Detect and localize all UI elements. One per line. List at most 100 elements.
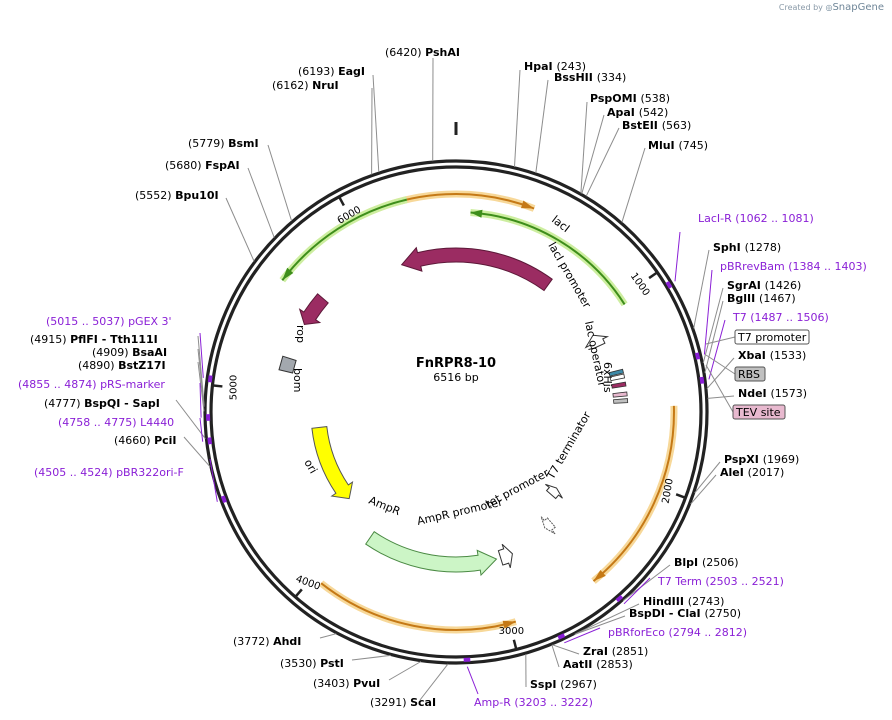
enzyme-site-bspdi-clai[interactable]: BspDI - ClaI (2750) xyxy=(629,607,741,620)
primer-pbrforeco[interactable]: pBRforEco (2794 .. 2812) xyxy=(608,626,747,639)
enzyme-site-bsmi[interactable]: (5779) BsmI xyxy=(188,137,259,150)
enzyme-position: (2743) xyxy=(688,595,725,608)
feature-label-ori[interactable]: ori xyxy=(301,457,319,476)
enzyme-position: (6162) xyxy=(272,79,312,92)
enzyme-site-apai[interactable]: ApaI (542) xyxy=(607,106,668,119)
primer-pbr322ori-f[interactable]: (4505 .. 4524) pBR322ori-F xyxy=(34,466,184,479)
primer-leader-prs-marker xyxy=(199,382,202,418)
enzyme-site-blpi[interactable]: BlpI (2506) xyxy=(674,556,739,569)
feature-label-rop[interactable]: rop xyxy=(294,325,307,343)
orf-orange-bottom-head xyxy=(502,620,516,629)
enzyme-position: (1969) xyxy=(763,453,800,466)
enzyme-name: PspOMI xyxy=(590,92,641,105)
enzyme-position: (6420) xyxy=(385,46,425,59)
primer-mark-l4440 xyxy=(207,437,213,445)
primer-range: (5015 .. 5037) xyxy=(46,315,128,328)
enzyme-site-ndei[interactable]: NdeI (1573) xyxy=(738,387,807,400)
primer-t7[interactable]: T7 (1487 .. 1506) xyxy=(732,311,829,324)
enzyme-site-scai[interactable]: (3291) ScaI xyxy=(370,696,436,709)
feature-stack-segment xyxy=(612,391,628,398)
feature-label-ampr[interactable]: AmpR xyxy=(367,494,403,518)
scale-tick-label: 5000 xyxy=(228,375,239,400)
primer-name: LacI-R xyxy=(698,212,735,225)
primer-pbrrevbam[interactable]: pBRrevBam (1384 .. 1403) xyxy=(720,260,867,273)
feature-label-laci[interactable]: lacI xyxy=(549,213,572,235)
box-leader-t7-promoter xyxy=(705,336,736,345)
label-layer: (6420) PshAI (6193) EagI(6162) NruI (5779)… xyxy=(18,46,867,709)
enzyme-site-sspi[interactable]: SspI (2967) xyxy=(530,678,597,691)
enzyme-site-alei[interactable]: AleI (2017) xyxy=(720,466,784,479)
enzyme-site-zrai[interactable]: ZraI (2851) xyxy=(583,645,648,658)
primer-pgex-3[interactable]: (5015 .. 5037) pGEX 3' xyxy=(46,315,172,328)
feature-box-label-t7-promoter[interactable]: T7 promoter xyxy=(737,331,807,344)
feature-label-6xhis[interactable]: 6xHis xyxy=(601,362,614,393)
enzyme-site-bsteii[interactable]: BstEII (563) xyxy=(622,119,691,132)
enzyme-site-pshai[interactable]: (6420) PshAI xyxy=(385,46,460,59)
feature-ampr-arrow xyxy=(365,531,498,577)
enzyme-site-sgrai[interactable]: SgrAI (1426) xyxy=(727,279,801,292)
orf-orange-right-head xyxy=(593,570,606,582)
enzyme-name: SgrAI xyxy=(727,279,765,292)
enzyme-site-bsshii[interactable]: BssHII (334) xyxy=(554,71,626,84)
enzyme-leader-sgrai xyxy=(702,287,724,364)
enzyme-leader-fspai xyxy=(247,167,275,238)
feature-box-label-tev-site[interactable]: TEV site xyxy=(735,406,781,419)
primer-mark-t7-term xyxy=(615,594,624,603)
primer-range: (4505 .. 4524) xyxy=(34,466,116,479)
enzyme-site-pspomi[interactable]: PspOMI (538) xyxy=(590,92,670,105)
scale-tick xyxy=(648,271,659,280)
enzyme-name: ZraI xyxy=(583,645,612,658)
enzyme-site-mlui[interactable]: MluI (745) xyxy=(648,139,708,152)
primer-leader-t7-term xyxy=(623,577,651,605)
enzyme-site-hpai[interactable]: HpaI (243) xyxy=(524,60,586,73)
enzyme-site-bglii[interactable]: BglII (1467) xyxy=(727,292,796,305)
primer-mark-pgex-3 xyxy=(207,375,213,383)
enzyme-site-fspai[interactable]: (5680) FspAI xyxy=(165,159,240,172)
enzyme-site-sphi[interactable]: SphI (1278) xyxy=(713,241,781,254)
enzyme-site-bsaai[interactable]: (4909) BsaAI xyxy=(92,346,167,359)
enzyme-position: (3530) xyxy=(280,657,320,670)
feature-box-label-rbs[interactable]: RBS xyxy=(738,368,760,381)
enzyme-site-bspqi-sapi[interactable]: (4777) BspQI - SapI xyxy=(44,397,160,410)
primer-t7-term[interactable]: T7 Term (2503 .. 2521) xyxy=(657,575,784,588)
primer-laci-r[interactable]: LacI-R (1062 .. 1081) xyxy=(698,212,814,225)
enzyme-leader-scai xyxy=(419,663,449,701)
enzyme-site-psti[interactable]: (3530) PstI xyxy=(280,657,344,670)
enzyme-site-bstz17i[interactable]: (4890) BstZ17I xyxy=(78,359,166,372)
primer-prs-marker[interactable]: (4855 .. 4874) pRS-marker xyxy=(18,378,165,391)
enzyme-position: (1533) xyxy=(770,349,807,362)
primer-range: (4855 .. 4874) xyxy=(18,378,100,391)
enzyme-name: ScaI xyxy=(410,696,436,709)
enzyme-name: PshAI xyxy=(425,46,460,59)
enzyme-leader-apai xyxy=(581,114,605,194)
enzyme-position: (542) xyxy=(639,106,669,119)
primer-amp-r[interactable]: Amp-R (3203 .. 3222) xyxy=(474,696,593,709)
feature-label-bom[interactable]: bom xyxy=(291,368,304,392)
enzyme-leader-hindiii xyxy=(575,603,640,635)
enzyme-site-eagi[interactable]: (6193) EagI xyxy=(298,65,365,78)
orf-orange-right xyxy=(592,405,675,582)
enzyme-site-pcii[interactable]: (4660) PciI xyxy=(114,434,177,447)
feature-label-t7-terminator[interactable]: T7 terminator xyxy=(544,409,594,482)
feature-label-ampr-promoter[interactable]: AmpR promoter xyxy=(416,495,505,527)
primer-l4440[interactable]: (4758 .. 4775) L4440 xyxy=(58,416,174,429)
enzyme-site-pvui[interactable]: (3403) PvuI xyxy=(313,677,380,690)
primer-name: pBR322ori-F xyxy=(116,466,184,479)
enzyme-site-pspxi[interactable]: PspXI (1969) xyxy=(724,453,799,466)
enzyme-site-pflfi-tth111i[interactable]: (4915) PflFI - Tth111I xyxy=(30,333,158,346)
enzyme-site-xbai[interactable]: XbaI (1533) xyxy=(738,349,806,362)
enzyme-name: SspI xyxy=(530,678,560,691)
enzyme-site-bpu10i[interactable]: (5552) Bpu10I xyxy=(135,189,219,202)
credit-prefix: Created by xyxy=(778,3,823,12)
enzyme-leader-bsteii xyxy=(585,127,620,197)
enzyme-site-nrui[interactable]: (6162) NruI xyxy=(272,79,339,92)
feature-stack-segment xyxy=(609,373,626,382)
primer-mark-pbr322ori-f xyxy=(220,495,227,504)
enzyme-site-aatii[interactable]: AatII (2853) xyxy=(563,658,633,671)
enzyme-site-hindiii[interactable]: HindIII (2743) xyxy=(643,595,724,608)
box-leader-tev-site xyxy=(705,364,734,413)
feature-bom-box xyxy=(278,355,297,374)
enzyme-name: BspQI - SapI xyxy=(84,397,160,410)
enzyme-site-ahdi[interactable]: (3772) AhdI xyxy=(233,635,301,648)
scale-tick xyxy=(337,196,345,207)
